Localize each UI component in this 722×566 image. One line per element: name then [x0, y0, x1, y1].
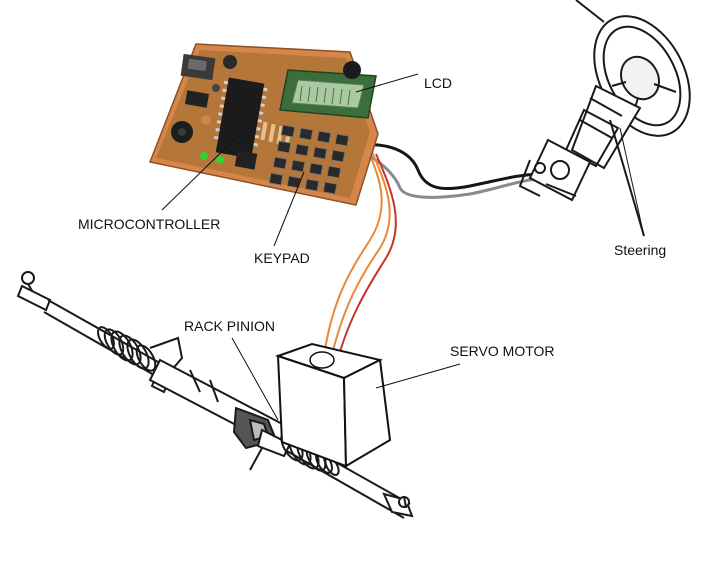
microcontroller-leader	[161, 133, 241, 211]
wire-gray	[363, 152, 546, 199]
label-lcd: LCD	[424, 75, 452, 91]
label-servo-motor: SERVO MOTOR	[450, 343, 555, 359]
steering-leader	[619, 127, 645, 237]
rack-pinion-leader	[231, 337, 279, 421]
label-steering: Steering	[614, 242, 666, 258]
servo-leader	[375, 363, 461, 389]
microcontroller-board-icon	[148, 43, 379, 206]
keypad-module	[268, 124, 350, 195]
lcd-leader	[355, 73, 419, 93]
label-keypad: KEYPAD	[254, 250, 310, 266]
labels: LCD MICROCONTROLLER KEYPAD Steering RACK…	[78, 75, 666, 359]
steering-wheel-icon	[518, 0, 691, 237]
label-microcontroller: MICROCONTROLLER	[78, 216, 220, 232]
wire-orange-1	[321, 149, 383, 371]
wire-orange-2	[327, 151, 391, 373]
wire-black	[361, 143, 541, 191]
rack-pinion-icon	[16, 271, 414, 519]
label-rack-pinion: RACK PINION	[184, 318, 275, 334]
lcd-module	[279, 69, 377, 119]
wire-red	[333, 153, 397, 375]
callout-lines	[161, 73, 645, 421]
wires	[321, 143, 546, 375]
keypad-leader	[273, 171, 305, 247]
servo-motor-icon	[274, 342, 392, 468]
